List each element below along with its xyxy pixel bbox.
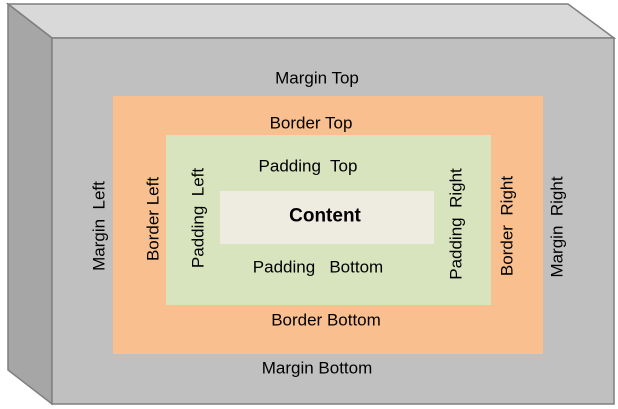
margin-top-face [5, 3, 617, 39]
margin-right-label: Margin Right [547, 176, 567, 278]
padding-right-label: Padding Right [446, 168, 466, 280]
padding-bottom-label: Padding Bottom [252, 257, 384, 277]
padding-left-label: Padding Left [188, 167, 208, 269]
border-left-label: Border Left [143, 176, 163, 262]
content-area [220, 191, 434, 244]
content-label: Content [289, 205, 361, 227]
border-right-label: Border Right [497, 175, 517, 277]
margin-top-label: Margin Top [275, 68, 359, 88]
border-bottom-label: Border Bottom [271, 310, 381, 330]
margin-bottom-label: Margin Bottom [261, 358, 373, 378]
margin-left-face [7, 2, 53, 406]
padding-top-label: Padding Top [258, 156, 358, 176]
border-top-label: Border Top [269, 113, 353, 133]
margin-left-label: Margin Left [89, 181, 109, 271]
